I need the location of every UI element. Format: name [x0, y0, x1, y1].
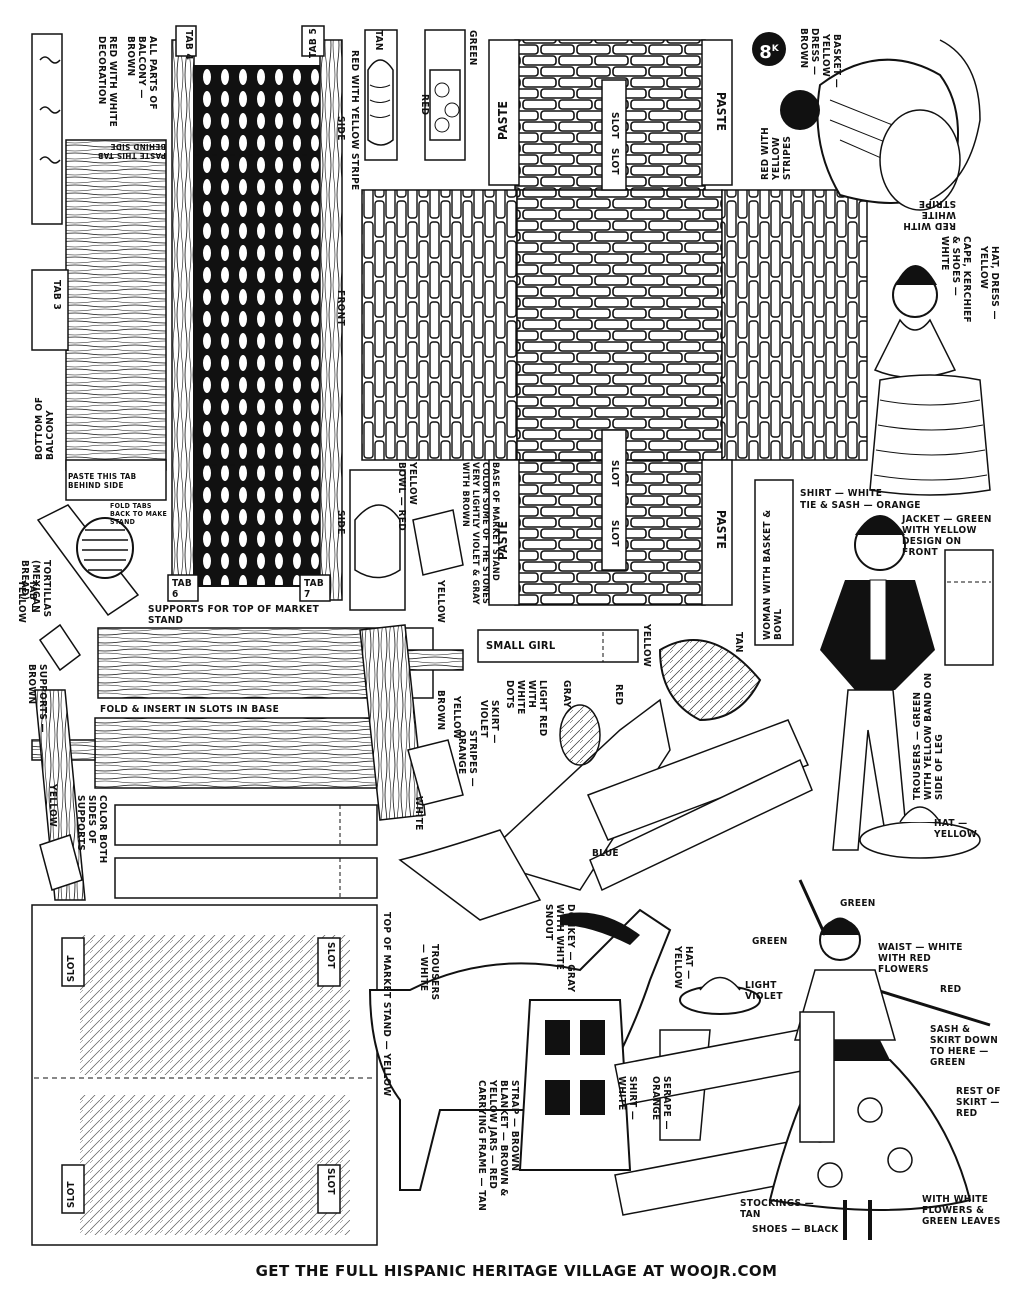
page-number: 8 [759, 42, 772, 63]
market-slot-bottom-1: SLOT [609, 460, 620, 487]
balcony-tab5: TAB 5 [308, 27, 319, 58]
dancer-sash-label: SASH & SKIRT DOWN TO HERE — GREEN [930, 1024, 999, 1068]
man-shirt-label: SHIRT — WHITE [800, 488, 883, 499]
donkey-strap-label: STRAP — BROWN BLANKET — BROWN & YELLOW J… [476, 1080, 520, 1212]
woman-dress-label: DRESS — BROWN [798, 28, 820, 76]
balcony-fold-note: FOLD TABS BACK TO MAKE STAND [110, 502, 168, 526]
supports-color-note: COLOR BOTH SIDES OF SUPPORTS [75, 795, 108, 864]
dancer-green-2: GREEN [752, 936, 788, 947]
small-girl-tab: SMALL GIRL [486, 639, 556, 652]
donkey-trousers-label: TROUSERS — WHITE [418, 944, 440, 1001]
woman-tab-label: WOMAN WITH BASKET & BOWL [762, 509, 784, 640]
market-base [361, 39, 868, 606]
supports-side-note: SUPPORTS — BROWN [26, 664, 48, 733]
small-girl-gray: GRAY [561, 680, 572, 709]
small-girl-white: WHITE [413, 796, 424, 831]
balcony-color-note: ALL PARTS OF BALCONY — BROWN [125, 36, 158, 110]
small-girl-skirt: SKIRT — VIOLET [478, 700, 500, 744]
woman-stripes-label: RED WITH YELLOW STRIPES [760, 126, 793, 180]
supports-piece [31, 509, 464, 901]
small-girl-yellow: YELLOW [641, 624, 652, 668]
tortillas-tab-label: TAB — YELLOW [16, 580, 38, 624]
balcony-decoration-note: RED WITH WHITE DECORATION [96, 36, 118, 128]
market-bowl-note: YELLOW BOWL — RED [396, 462, 418, 531]
market-color-note: BASE OF MARKET STAND COLOR SOME OF THE S… [460, 462, 500, 605]
balcony-bottom-label: BOTTOM OF BALCONY [34, 396, 56, 460]
woman-yellow-dress-figure [869, 265, 991, 496]
dancer-green-1: GREEN [840, 898, 876, 909]
market-paste-tl: PASTE [496, 100, 510, 140]
small-girl-figure [398, 629, 813, 921]
man-jacket-label: JACKET — GREEN WITH YELLOW DESIGN ON FRO… [902, 514, 992, 558]
tortillas-piece [36, 504, 140, 617]
market-top-piece [31, 904, 378, 1246]
donkey-hat-label: HAT — YELLOW [672, 946, 694, 990]
dancer-red-label: RED [940, 984, 962, 995]
market-paste-tr: PASTE [714, 92, 728, 132]
woman-basket-label: BASKET — YELLOW [820, 34, 842, 89]
top-item-red: RED [419, 94, 430, 116]
donkey-label: DONKEY — GRAY WITH WHITE SNOUT [543, 904, 576, 993]
man-tie-label: TIE & SASH — ORANGE [800, 500, 921, 511]
supports-brown: BROWN [435, 690, 446, 731]
woman-hat-dress-label: HAT, DRESS — YELLOW [978, 246, 1000, 320]
balcony-front-label: FRONT [335, 290, 346, 326]
balcony-tab4: TAB 4 [183, 30, 194, 61]
small-girl-stripes: STRIPES — ORANGE [456, 730, 478, 787]
top-item-green: GREEN [467, 30, 478, 66]
small-girl-light-red: LIGHT RED WITH WHITE DOTS [504, 680, 548, 737]
balcony-piece [31, 25, 343, 602]
donkey-shirt-label: SHIRT — WHITE [616, 1076, 638, 1121]
balcony-paste-behind-top: PASTE THIS TAB BEHIND SIDE [97, 142, 166, 160]
woman-red-white-label: RED WITH WHITE STRIPE [902, 198, 956, 231]
small-girl-blue: BLUE [592, 848, 619, 859]
woman-cape-label: CAPE, KERCHIEF & SHOES — WHITE [939, 236, 972, 323]
page-number-badge: 8K [752, 32, 786, 66]
balcony-side-label-1: SIDE [335, 116, 346, 141]
page-number-suffix: K [771, 44, 779, 54]
supports-yellow-1: YELLOW [47, 784, 58, 828]
market-slot-bottom-2: SLOT [609, 520, 620, 547]
market-top-label: TOP OF MARKET STAND — YELLOW [381, 912, 392, 1097]
small-girl-tan: TAN [733, 632, 744, 653]
supports-yellow-2: YELLOW [435, 580, 446, 624]
market-top-slot-3: SLOT [66, 1181, 77, 1208]
man-trousers-label: TROUSERS — GREEN WITH YELLOW BAND ON SID… [912, 672, 945, 800]
market-top-slot-1: SLOT [66, 955, 77, 982]
donkey-serape-label: SERAPE — ORANGE [650, 1076, 672, 1130]
market-top-slot-4: SLOT [325, 1168, 336, 1195]
bowl-piece [349, 469, 406, 611]
dancer-rest-label: REST OF SKIRT — RED [956, 1086, 1001, 1119]
market-top-slot-2: SLOT [325, 942, 336, 969]
dancer-waist-label: WAIST — WHITE WITH RED FLOWERS [878, 942, 963, 975]
balcony-paste-behind-bottom: PASTE THIS TAB BEHIND SIDE [68, 472, 137, 490]
top-item-tan: TAN [373, 30, 384, 51]
dancer-light-violet-label: LIGHT VIOLET [745, 980, 783, 1002]
balcony-tab6: TAB 6 [172, 578, 193, 600]
supports-fold-note: FOLD & INSERT IN SLOTS IN BASE [100, 704, 280, 715]
market-slot-top-2: SLOT [609, 148, 620, 175]
small-girl-red: RED [613, 684, 624, 706]
woman-with-basket-figure [780, 39, 981, 211]
donkey-figure [368, 908, 834, 1216]
man-hat-label: HAT — YELLOW [934, 818, 978, 840]
dancer-flowers-label: WITH WHITE FLOWERS & GREEN LEAVES [922, 1194, 1001, 1227]
supports-top-note: SUPPORTS FOR TOP OF MARKET STAND [148, 604, 320, 626]
market-paste-br: PASTE [714, 510, 728, 550]
balcony-tab3: TAB 3 [51, 280, 62, 311]
man-figure [754, 479, 994, 859]
balcony-side-stripe: RED WITH YELLOW STRIPE [349, 50, 360, 191]
dancer-figure [768, 879, 991, 1240]
balcony-side-label-2: SIDE [335, 510, 346, 535]
footer-text: GET THE FULL HISPANIC HERITAGE VILLAGE A… [255, 1262, 778, 1280]
market-slot-top-1: SLOT [609, 112, 620, 139]
dancer-shoes-label: SHOES — BLACK [752, 1224, 839, 1235]
top-small-items [364, 29, 466, 161]
balcony-tab7: TAB 7 [304, 578, 325, 600]
dancer-stockings-label: STOCKINGS — TAN [740, 1198, 815, 1220]
